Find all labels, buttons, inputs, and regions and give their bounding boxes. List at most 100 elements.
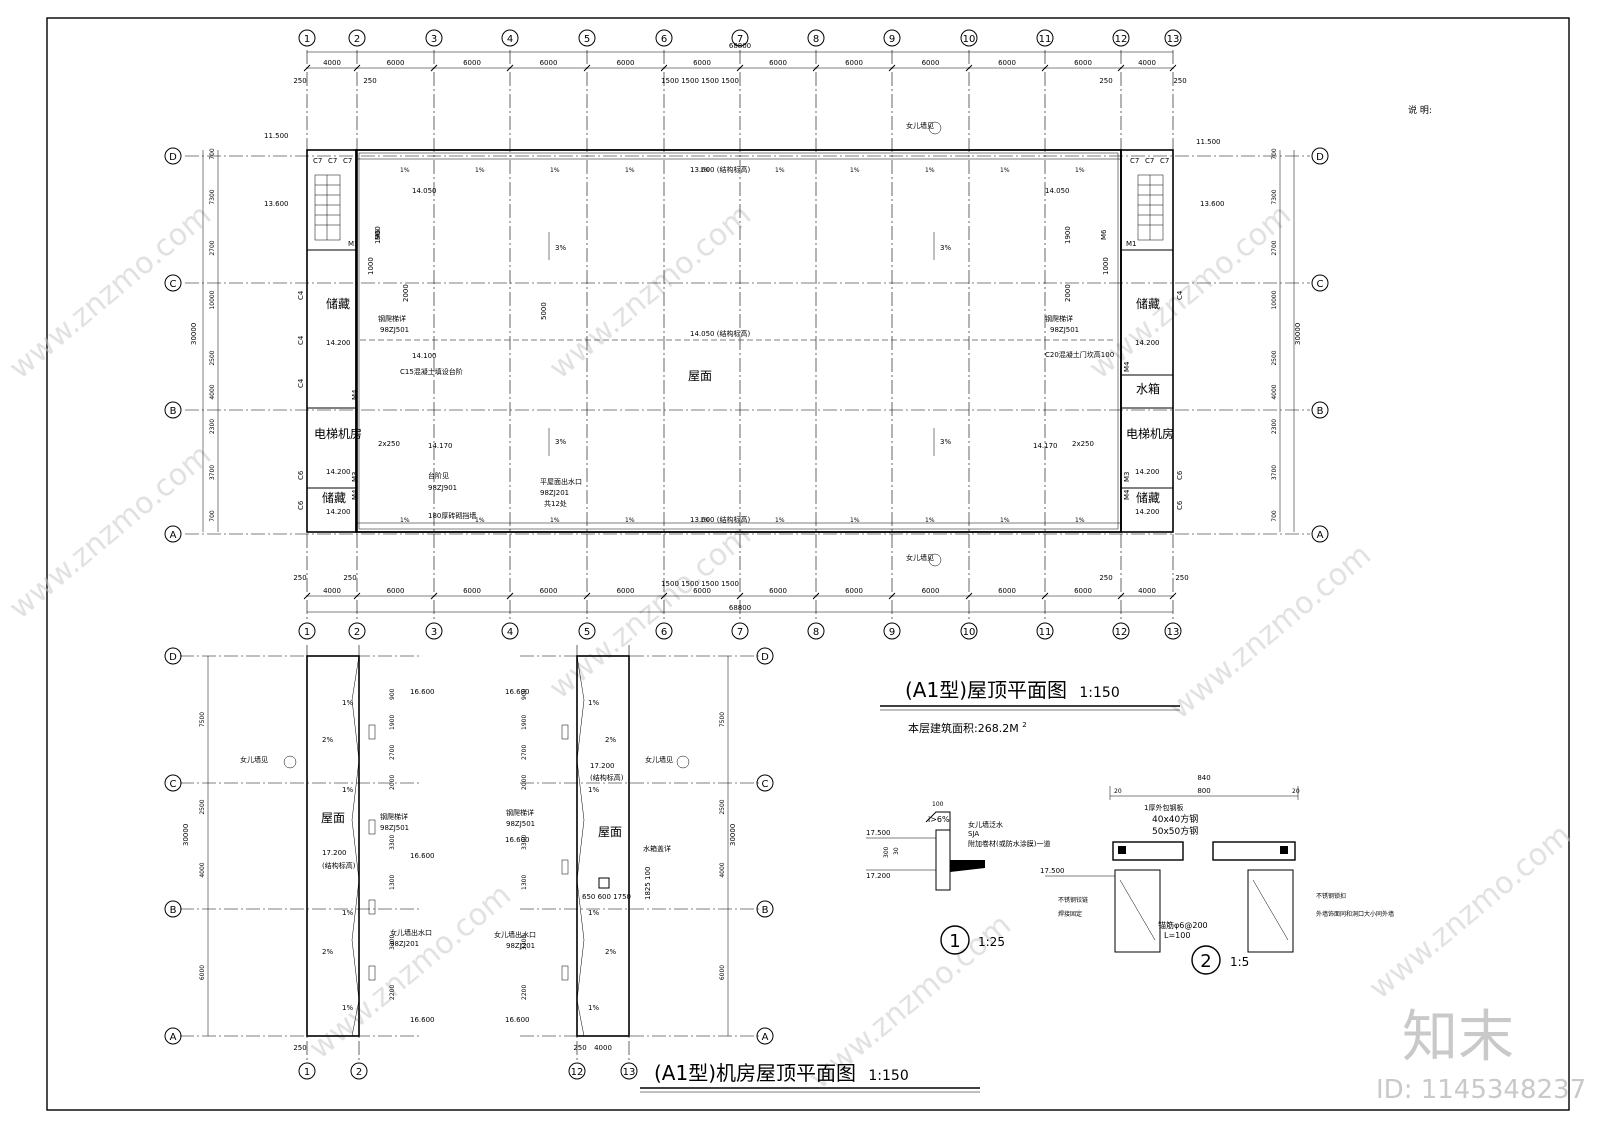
col-bubble-bottom-3-circle — [425, 622, 443, 640]
dim-1500-chain: 1500 — [701, 580, 719, 588]
room-elevator-right: 电梯机房 — [1126, 426, 1174, 441]
door-m3: M3 — [351, 472, 359, 483]
machine-inner-dim-left: 1300 — [389, 875, 396, 890]
dim-tick — [965, 64, 973, 72]
dim-bottom-span: 6000 — [922, 587, 940, 595]
machine-row-bubble-right-D: D — [761, 652, 769, 663]
row-bubble-right-B-circle — [1311, 401, 1329, 419]
drain-ref: 98ZJ201 — [540, 489, 569, 497]
row-bubble-left-C: C — [170, 279, 177, 290]
dim-tick — [1041, 592, 1049, 600]
drain-ref: 98ZJ201 — [390, 940, 419, 948]
slope-1-r: 1% — [588, 909, 599, 917]
machine-side-dim: 250 — [293, 1044, 306, 1052]
machine-dim-left: 4000 — [199, 862, 206, 877]
dim-tick — [736, 64, 744, 72]
right-ridge — [576, 655, 585, 1037]
col-bubble-top-11-circle — [1036, 29, 1054, 47]
dim-250-br: 250 — [1175, 574, 1188, 582]
dim-tick — [888, 592, 896, 600]
roof-label: 屋面 — [688, 369, 712, 383]
dim-bottom-span: 6000 — [845, 587, 863, 595]
dim-2x250-r: 2x250 — [1072, 440, 1094, 448]
col-bubble-bottom-10-circle — [960, 622, 978, 640]
flashing — [950, 860, 985, 872]
col-bubble-bottom-6: 6 — [661, 627, 667, 638]
dim-1000-r: 1000 — [1102, 257, 1110, 275]
machine-col-bubble-right-13-circle — [620, 1062, 638, 1080]
sheet-border — [46, 17, 1570, 1111]
d1-note1: 女儿墙泛水 — [968, 820, 1003, 829]
dim-1500-chain: 1500 — [681, 580, 699, 588]
col-bubble-bottom-2-circle — [348, 622, 366, 640]
col-bubble-top-3-circle — [425, 29, 443, 47]
elev-11500-left: 11.500 — [264, 132, 289, 140]
machine-inner-dim-left: 900 — [389, 688, 396, 700]
dim-left-span: 7300 — [209, 189, 216, 204]
elev-11500-right: 11.500 — [1196, 138, 1221, 146]
main-plan-title-text: (A1型)屋顶平面图 — [905, 678, 1067, 702]
gutter-slope-top: 1% — [850, 167, 860, 174]
left-ridge — [351, 655, 360, 1037]
dim-2000-r: 2000 — [1064, 284, 1072, 302]
water-tank-hatch — [598, 877, 610, 889]
machine-roof-label-right: 屋面 — [598, 825, 622, 839]
col-bubble-bottom-1-circle — [298, 622, 316, 640]
room-storage-right-2: 储藏 — [1136, 490, 1160, 505]
dim-bottom-span: 6000 — [540, 587, 558, 595]
col-bubble-bottom-2: 2 — [354, 627, 360, 638]
dim-top-span: 6000 — [463, 59, 481, 67]
col-bubble-top-8-circle — [807, 29, 825, 47]
dim-tick — [1169, 64, 1177, 72]
dim-right-span: 2500 — [1271, 350, 1278, 365]
room-water-tank: 水箱 — [1136, 381, 1160, 396]
machine-col-bubble-left-1-circle — [298, 1062, 316, 1080]
col-bubble-top-12: 12 — [1115, 34, 1128, 45]
dim-1500-chain: 1500 — [681, 77, 699, 85]
dim-right-span: 3700 — [1271, 465, 1278, 480]
dim-bottom-span: 6000 — [387, 587, 405, 595]
gutter-slope-bottom: 1% — [625, 517, 635, 524]
col-bubble-bottom-6-circle — [655, 622, 673, 640]
slope-2: 2% — [322, 736, 333, 744]
machine-row-bubble-right-A-circle — [756, 1027, 774, 1045]
gutter-slope-bottom: 1% — [925, 517, 935, 524]
coping — [925, 811, 951, 830]
slope-1-r: 1% — [588, 786, 599, 794]
row-bubble-left-A: A — [170, 530, 177, 541]
machine-col-bubble-right-12: 12 — [571, 1067, 584, 1078]
machine-row-bubble-left-B: B — [170, 905, 177, 916]
dim-top-span: 4000 — [323, 59, 341, 67]
gutter-slope-bottom: 1% — [550, 517, 560, 524]
d1-elev-17200: 17.200 — [866, 872, 891, 880]
wall-right — [1247, 869, 1294, 953]
machine-dim-right: 7500 — [719, 712, 726, 727]
dimension-strings: 4000400060006000600060006000600060006000… — [202, 51, 1295, 613]
dim-250-br: 250 — [1099, 574, 1112, 582]
door-m3: M3 — [1123, 472, 1131, 483]
row-bubble-right-A-circle — [1311, 525, 1329, 543]
dim-right-span: 7300 — [1271, 189, 1278, 204]
machine-row-bubble-left-A: A — [170, 1032, 177, 1043]
slope-3-c: 3% — [555, 438, 566, 446]
machine-row-bubble-left-A-circle — [164, 1027, 182, 1045]
win-c4: C4 — [1176, 290, 1184, 300]
machine-inner-dim-right: 3300 — [521, 835, 528, 850]
slope-2: 2% — [322, 948, 333, 956]
parapet-section — [935, 829, 951, 891]
total-width-dim: 68800 — [729, 42, 751, 50]
col-bubble-bottom-5: 5 — [584, 627, 590, 638]
dim-250-bl: 250 — [343, 574, 356, 582]
slope-1-r: 1% — [588, 699, 599, 707]
watermark-site: www.znzmo.com — [1083, 198, 1298, 387]
elev-17200-r: 17.200 — [590, 762, 615, 770]
door-m1: M1 — [1126, 240, 1137, 248]
d2-steel3: 50x50方钢 — [1152, 825, 1198, 837]
machine-col-bubble-right-13: 13 — [623, 1067, 636, 1078]
roof-parapet — [358, 152, 1119, 530]
parapet-note: 女儿墙见 — [240, 755, 268, 764]
ladder-ref-right: 98ZJ501 — [1050, 326, 1079, 334]
dim-250-bl: 250 — [293, 574, 306, 582]
